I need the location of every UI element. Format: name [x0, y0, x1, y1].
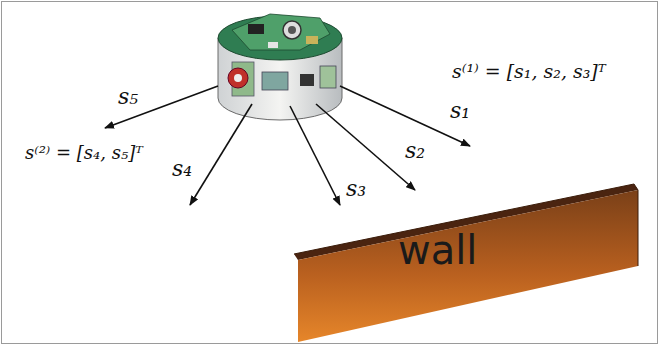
sensor-label: s₁ — [450, 98, 470, 124]
sensor-label: s₂ — [405, 138, 425, 164]
vector-equation: s⁽¹⁾ = [s₁, s₂, s₃]ᵀ — [452, 60, 606, 83]
sensor-label: s₃ — [346, 176, 366, 202]
wall-text: wall — [398, 228, 477, 272]
sensor-label: s₄ — [172, 156, 192, 182]
sensor-label: s₅ — [118, 84, 138, 110]
vector-equation: s⁽²⁾ = [s₄, s₅]ᵀ — [25, 142, 143, 164]
wall-block: wall — [288, 178, 644, 344]
